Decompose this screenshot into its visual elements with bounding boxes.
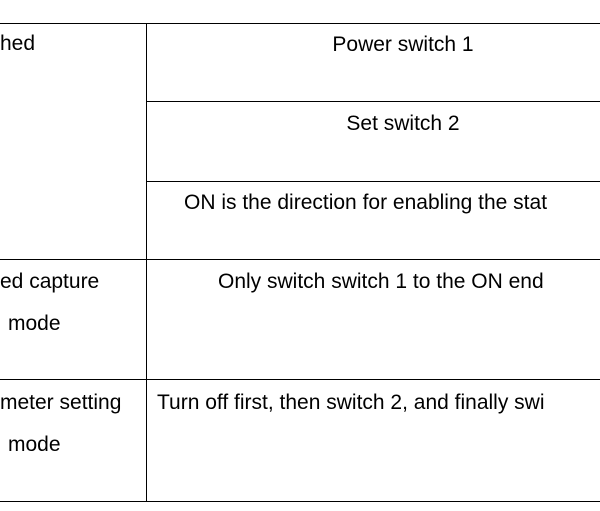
row-2-left-label-line-1: ed capture	[0, 270, 100, 293]
row-3-left-label-line-2: mode	[8, 433, 61, 456]
row-1-right-line-2: Set switch 2	[346, 112, 460, 135]
row-2-left-label-line-2: mode	[8, 312, 61, 335]
row-1-left-label: hed	[0, 32, 36, 55]
table-top-border	[0, 23, 600, 24]
row-3-left-label-line-1: meter setting	[0, 391, 122, 414]
row-divider-2	[0, 379, 600, 380]
subrow-divider-1	[146, 101, 600, 102]
table-column-divider	[146, 23, 147, 502]
subrow-divider-2	[146, 181, 600, 182]
row-3-right-line-1: Turn off first, then switch 2, and final…	[157, 391, 545, 414]
row-1-right-line-1: Power switch 1	[332, 33, 474, 56]
row-2-right-line-1: Only switch switch 1 to the ON end	[218, 270, 544, 293]
row-divider-1	[0, 259, 600, 260]
row-1-right-line-3: ON is the direction for enabling the sta…	[184, 191, 548, 214]
table-bottom-border	[0, 501, 600, 502]
